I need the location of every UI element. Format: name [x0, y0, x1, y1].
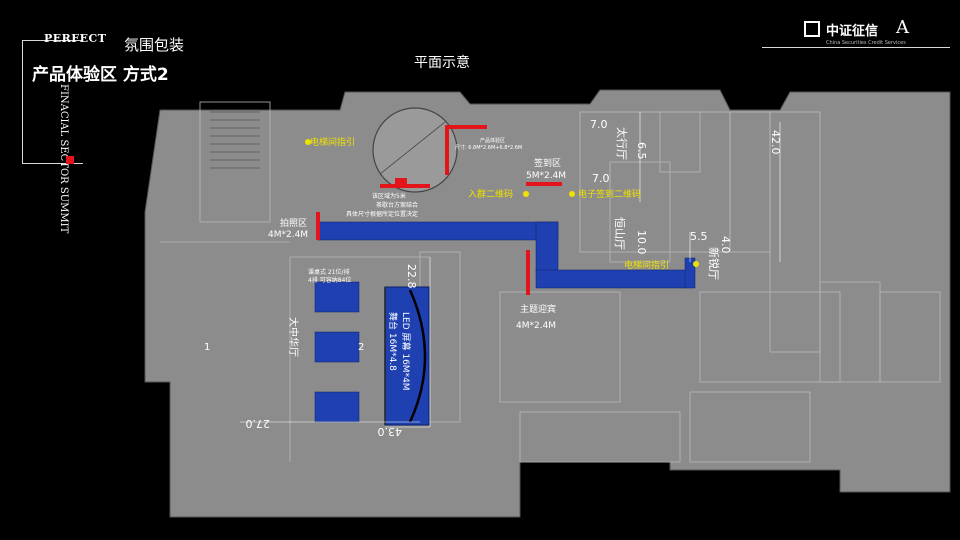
seating-blocks — [314, 281, 360, 423]
label-led-stage: 舞台 16M*4.8 — [387, 312, 399, 371]
label-dim-55: 5.5 — [690, 230, 708, 243]
label-dim-65: 6.5 — [635, 142, 648, 160]
label-hengshan-room: 恒山厅 — [613, 217, 626, 250]
floor-area — [144, 89, 951, 518]
label-xinhua-room: 新锐厅 — [707, 247, 721, 280]
blue-route — [317, 221, 696, 289]
label-product-size: 尺寸: 6.8M*2.6M+6.8*2.6M — [455, 144, 522, 151]
plan-subtitle: 平面示意 — [414, 55, 470, 71]
label-elevator-guide-2: 电梯间指引 — [624, 259, 669, 271]
label-join-qr: 入群二维码 — [468, 188, 513, 200]
company-logo: 中证征信 China Securities Credit Services — [826, 20, 906, 46]
round-table — [372, 107, 458, 193]
stairs — [210, 111, 260, 169]
partner-logo: A — [896, 17, 909, 38]
page-title: 产品体验区 方式2 — [32, 65, 169, 85]
label-theme-welcome: 主题迎宾 — [520, 303, 556, 315]
led-stage — [384, 286, 430, 426]
tagline: 氛围包装 — [124, 36, 185, 54]
wall-lines — [160, 101, 941, 463]
label-signin-zone: 签到区 — [534, 157, 561, 169]
label-photo-zone: 拍照区 — [280, 217, 307, 229]
company-logo-icon — [804, 21, 820, 37]
led-screen-curve — [408, 289, 427, 423]
label-elevator-guide-1: 电梯间指引 — [310, 136, 355, 148]
brand-vertical: FINACIAL SECTOR SUMMIT — [58, 84, 69, 234]
label-dim-270: 27.0 — [246, 417, 271, 430]
label-photo-size: 4M*2.4M — [268, 230, 308, 240]
label-dim-100: 10.0 — [635, 230, 648, 255]
dimension-lines — [240, 112, 781, 428]
header-frame — [22, 40, 83, 164]
label-dim-228: 22.8 — [405, 264, 418, 289]
label-seating-2: 4排 可容纳84位 — [308, 276, 351, 284]
label-led-screen: LED 屏幕 16M*4M — [400, 312, 412, 391]
floor-plan: 电梯间指引 产品体验区 尺寸: 6.8M*2.6M+6.8*2.6M 该区域为5… — [144, 89, 951, 518]
label-taihang-room: 太行厅 — [615, 127, 628, 160]
label-dim-700a: 7.0 — [590, 118, 608, 131]
label-dim-430: 43.0 — [378, 425, 403, 438]
label-room-1: 1 — [204, 342, 210, 353]
label-hall-name: 大中华厅 — [287, 317, 300, 357]
label-room-2: 2 — [358, 342, 364, 353]
red-markers — [316, 125, 562, 295]
label-stage-note-1: 该区域为5米 — [372, 192, 406, 200]
yellow-dots — [305, 139, 699, 267]
label-dim-40: 4.0 — [719, 236, 732, 254]
label-signin-size: 5M*2.4M — [526, 171, 566, 181]
company-name: 中证征信 — [826, 24, 879, 39]
logo-divider — [762, 47, 950, 48]
brand-accent-square — [66, 156, 74, 164]
label-dim-420: 42.0 — [769, 130, 782, 155]
brand-top: PERFECT — [44, 32, 107, 45]
label-seating-1: 课桌式 21位/排 — [308, 268, 350, 276]
label-theme-size: 4M*2.4M — [516, 321, 556, 331]
company-subname: China Securities Credit Services — [826, 40, 906, 46]
label-stage-note-2: 茶歇台方案结合 — [376, 201, 418, 209]
label-dim-700b: 7.0 — [592, 172, 610, 185]
label-stage-note-3: 具体尺寸根据所定位置决定 — [346, 210, 418, 218]
label-product-zone: 产品体验区 — [480, 137, 505, 144]
label-e-sign-qr: 电子签到二维码 — [578, 188, 641, 200]
